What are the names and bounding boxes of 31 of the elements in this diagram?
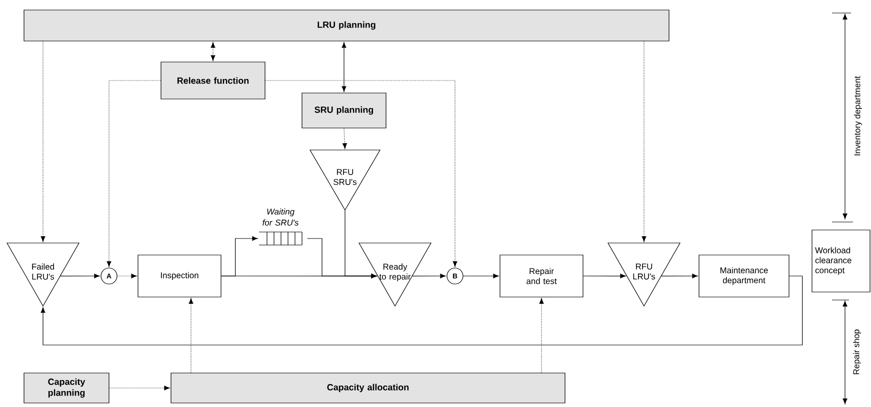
arrow (342, 128, 347, 149)
arrow (583, 274, 626, 278)
arrow (60, 274, 100, 278)
concept-box: Workload clearance concept (812, 230, 870, 292)
arrow (642, 41, 646, 242)
arrow (109, 386, 170, 390)
arrow (188, 298, 194, 373)
arrow (344, 210, 377, 278)
dimension-label: Inventory department (854, 76, 862, 156)
arrow (106, 80, 161, 267)
planning-box: Release function (160, 62, 266, 100)
arrow (412, 274, 446, 278)
arrow (221, 236, 258, 276)
arrow (660, 274, 698, 278)
arrow (40, 276, 803, 346)
planning-box: SRU planning (302, 92, 386, 128)
arrow (117, 274, 137, 278)
planning-box: Capacity allocation (170, 372, 566, 404)
arrow (342, 42, 346, 92)
dimension-label: Repair shop (853, 330, 861, 374)
arrow (539, 298, 544, 373)
process-box: Maintenance department (698, 254, 790, 298)
arrow (265, 80, 458, 267)
process-box: Inspection (138, 254, 222, 298)
arrow (40, 41, 46, 242)
queue-drawing: Waiting for SRU's (258, 208, 302, 246)
planning-box: LRU planning (24, 10, 670, 42)
arrow (463, 274, 499, 278)
planning-box: Capacity planning (24, 372, 110, 404)
arrow (210, 42, 216, 61)
process-box: Repair and test (500, 254, 584, 298)
